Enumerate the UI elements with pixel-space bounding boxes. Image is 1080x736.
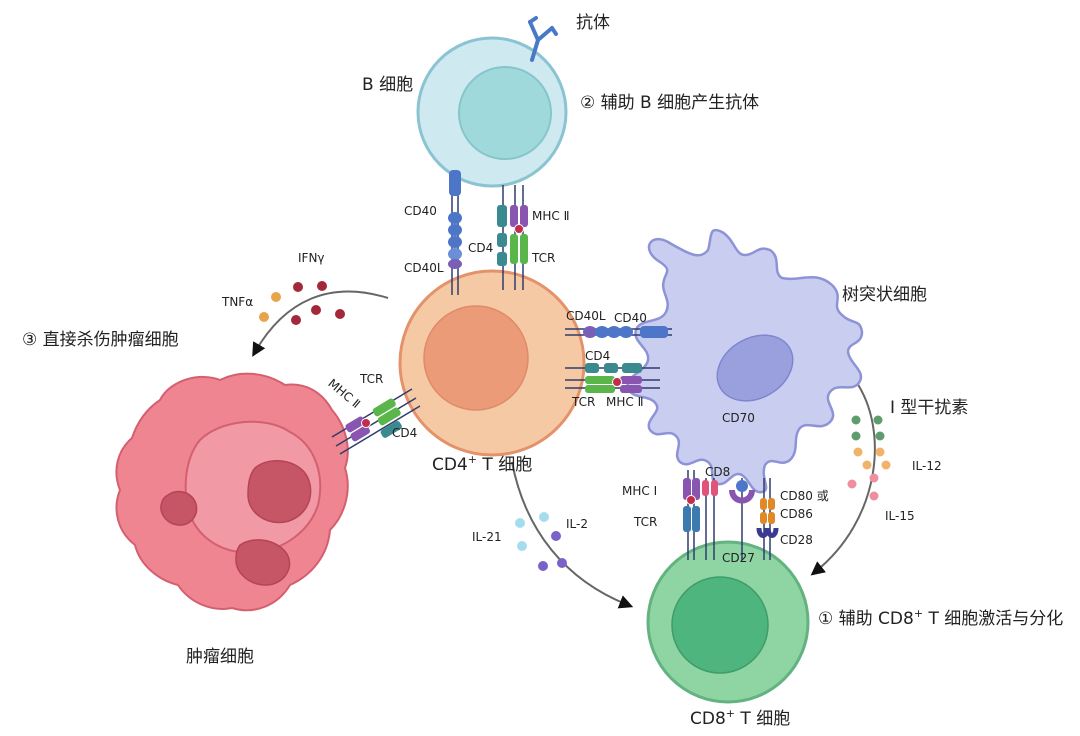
cd8-t-cell-nucleus (671, 576, 769, 674)
cd40-cd40l-receptor-right (565, 326, 672, 338)
cd8-label: CD8 (705, 465, 730, 479)
cd70-label: CD70 (722, 411, 755, 425)
cd40-top-label: CD40 (404, 204, 437, 218)
tcr-mhc2-receptor-top (497, 185, 528, 290)
tumor-cell-nucleus-3 (160, 490, 198, 526)
cd8-t-cell-label-rest: T 细胞 (735, 709, 790, 729)
antibody-label: 抗体 (576, 13, 610, 33)
tcr-mhc2-receptor-right (565, 363, 660, 393)
cd8-t-cell-label-sup: + (726, 707, 735, 720)
help-cd8-label-rest: T 细胞激活与分化 (923, 609, 1063, 629)
cd80-86-label-b: CD86 (780, 507, 813, 521)
cd40l-right-label: CD40L (566, 309, 606, 323)
dendritic-cell-label: 树突状细胞 (842, 285, 927, 305)
il21-il2-molecules (515, 512, 567, 571)
cd4-t-cell-nucleus (423, 305, 529, 411)
cd28-label: CD28 (780, 533, 813, 547)
cd80-86-label-a: CD80 或 (780, 489, 829, 503)
b-cell (416, 36, 568, 188)
tnf-alpha-label: TNFα (221, 295, 253, 309)
cd27-label: CD27 (722, 551, 755, 565)
b-cell-label: B 细胞 (362, 75, 413, 95)
cd8-t-cell-label: CD8+ T 细胞 (690, 707, 790, 729)
ifn-gamma-tnf-alpha-molecules (259, 281, 345, 325)
cd4-t-cell-label-rest: T 细胞 (477, 455, 532, 475)
b-cell-nucleus (458, 66, 552, 160)
help-cd8-label-main: ① 辅助 CD8 (818, 609, 914, 629)
tumor-cell-label: 肿瘤细胞 (186, 647, 254, 667)
tcr-top-label: TCR (531, 251, 555, 265)
help-b-cell-label: ② 辅助 B 细胞产生抗体 (580, 93, 759, 113)
cd4-t-cell-label-sup: + (468, 453, 477, 466)
cd40-right-label: CD40 (614, 311, 647, 325)
cd80-cd28-receptor (756, 478, 779, 560)
arrow-to-tumor (252, 290, 389, 357)
mhc2-right-label: MHC Ⅱ (606, 395, 643, 409)
tcr-cd8-label: TCR (633, 515, 657, 529)
help-cd8-label-sup: + (914, 607, 923, 620)
il21-label: IL-21 (472, 530, 502, 544)
cd4-tumor-label: CD4 (392, 426, 417, 440)
kill-tumor-label: ③ 直接杀伤肿瘤细胞 (22, 330, 179, 350)
mhc1-tcr-receptor (683, 470, 700, 560)
cd40l-top-label: CD40L (404, 261, 444, 275)
il2-label: IL-2 (566, 517, 588, 531)
cd8-t-cell-label-main: CD8 (690, 709, 726, 729)
cd4-t-cell-label: CD4+ T 细胞 (432, 453, 532, 475)
tcr-mhc2-receptor-tumor (331, 388, 421, 455)
tcr-right-label: TCR (571, 395, 595, 409)
mhc2-top-label: MHC Ⅱ (532, 209, 569, 223)
cd4-right-label: CD4 (585, 349, 610, 363)
cd8-receptor (702, 478, 718, 560)
tcr-tumor-label: TCR (359, 372, 383, 386)
dendritic-cell (626, 228, 864, 494)
il12-label: IL-12 (912, 459, 942, 473)
ifn-gamma-label: IFNγ (298, 251, 325, 265)
mhc2-tumor-label: MHC Ⅱ (325, 376, 363, 411)
tumor-cell-nucleus (247, 460, 312, 524)
cd4-t-cell-label-main: CD4 (432, 455, 468, 475)
arrow-to-cd8 (511, 461, 634, 609)
type1-ifn-il12-il15-molecules (847, 415, 891, 501)
ifn-type1-label: Ⅰ 型干扰素 (890, 398, 968, 418)
dendritic-cell-nucleus (716, 334, 794, 402)
tumor-cell (115, 372, 349, 612)
cd4-top-label: CD4 (468, 241, 493, 255)
cd70-cd27-receptor (729, 478, 755, 560)
cd4-t-cell (398, 269, 586, 457)
tumor-cell-nucleus-2 (235, 539, 291, 586)
il15-label: IL-15 (885, 509, 915, 523)
mhc1-label: MHC Ⅰ (622, 484, 657, 498)
cd8-t-cell (646, 540, 810, 704)
help-cd8-label: ① 辅助 CD8+ T 细胞激活与分化 (818, 607, 1063, 629)
cd40-cd40l-receptor-top (448, 170, 462, 295)
antibody-icon (528, 16, 558, 62)
